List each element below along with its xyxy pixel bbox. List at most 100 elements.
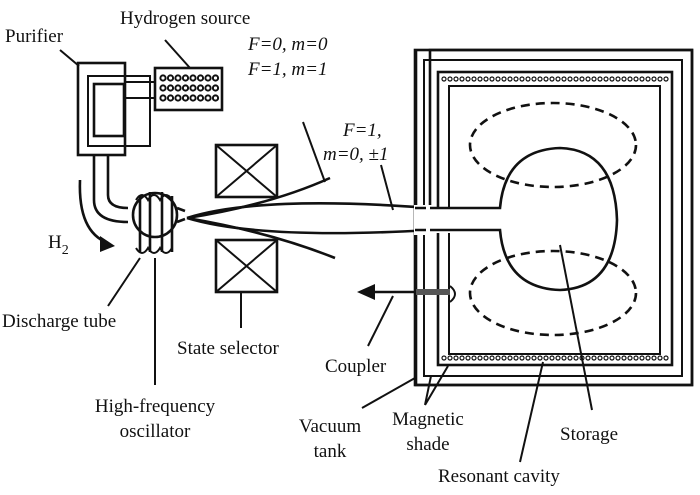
coil-mark bbox=[181, 94, 190, 102]
cavity-wall-mark bbox=[519, 76, 525, 82]
cavity-wall-mark bbox=[483, 76, 489, 82]
field-line-lower bbox=[468, 249, 638, 337]
cavity-wall-mark bbox=[471, 76, 477, 82]
coil-mark bbox=[166, 74, 175, 82]
coil-mark bbox=[174, 84, 182, 92]
storage-label: Storage bbox=[560, 424, 618, 445]
cavity-wall-mark bbox=[591, 76, 597, 82]
cavity-wall-mark bbox=[537, 355, 543, 361]
cavity-wall-mark bbox=[627, 76, 633, 82]
cavity-wall-mark bbox=[447, 76, 453, 82]
coil-mark bbox=[159, 74, 167, 82]
cavity-wall-mark bbox=[603, 355, 609, 361]
resonant-cavity bbox=[436, 70, 674, 367]
cavity-wall-mark bbox=[477, 76, 483, 82]
cavity-wall-mark bbox=[573, 355, 579, 361]
cavity-wall-mark bbox=[555, 355, 561, 361]
state-f1-label-line2: m=0, ±1 bbox=[323, 144, 388, 165]
hf-oscillator-label-line2: oscillator bbox=[120, 421, 191, 442]
coil-mark bbox=[189, 94, 197, 102]
cavity-wall-mark bbox=[441, 76, 447, 82]
cavity-wall-mark bbox=[477, 355, 483, 361]
coil-mark bbox=[211, 94, 220, 102]
cavity-wall-mark bbox=[639, 355, 645, 361]
state-selector-label: State selector bbox=[177, 338, 279, 359]
cavity-wall-mark bbox=[507, 355, 513, 361]
cavity-wall-mark bbox=[639, 76, 645, 82]
coil-mark bbox=[166, 94, 175, 102]
cavity-wall-mark bbox=[543, 355, 549, 361]
cavity-wall-mark bbox=[615, 355, 621, 361]
coupler-label: Coupler bbox=[325, 356, 387, 377]
vacuum-tank-leader bbox=[361, 377, 416, 409]
cavity-wall-mark bbox=[657, 76, 663, 82]
cavity-wall-mark bbox=[549, 76, 555, 82]
purifier bbox=[76, 61, 151, 157]
cavity-wall-mark bbox=[621, 76, 627, 82]
cavity-wall-mark bbox=[621, 355, 627, 361]
cavity-wall-mark bbox=[531, 355, 537, 361]
cavity-wall-mark bbox=[459, 76, 465, 82]
cavity-wall-mark bbox=[501, 76, 507, 82]
magnetic-shade-label-line1: Magnetic bbox=[392, 409, 464, 430]
cavity-wall-mark bbox=[525, 355, 531, 361]
purifier-leader bbox=[59, 49, 80, 67]
coil-mark bbox=[196, 74, 205, 82]
cavity-wall-mark bbox=[513, 76, 519, 82]
coil-mark bbox=[189, 84, 197, 92]
cavity-wall-mark bbox=[567, 76, 573, 82]
cavity-wall-mark bbox=[579, 76, 585, 82]
atomic-beams bbox=[186, 176, 431, 260]
cavity-wall-mark bbox=[585, 76, 591, 82]
coil-mark bbox=[181, 74, 190, 82]
cavity-wall-mark bbox=[447, 355, 453, 361]
cavity-wall-mark bbox=[453, 355, 459, 361]
coil-mark bbox=[181, 84, 190, 92]
cavity-wall-mark bbox=[465, 76, 471, 82]
cavity-wall-mark bbox=[519, 355, 525, 361]
cavity-wall-mark bbox=[567, 355, 573, 361]
vacuum-tank bbox=[413, 48, 694, 387]
cavity-wall-mark bbox=[663, 355, 669, 361]
cavity-wall-mark bbox=[633, 355, 639, 361]
discharge-tube-leader bbox=[107, 257, 141, 307]
storage-bulb bbox=[430, 146, 619, 292]
discharge-tube-label: Discharge tube bbox=[2, 311, 116, 332]
hydrogen-source bbox=[124, 66, 224, 112]
field-line-upper bbox=[468, 101, 638, 189]
cavity-wall-mark bbox=[591, 355, 597, 361]
cavity-wall-mark bbox=[561, 355, 567, 361]
coil-mark bbox=[174, 94, 182, 102]
cavity-wall-mark bbox=[597, 76, 603, 82]
cavity-wall-mark bbox=[609, 76, 615, 82]
coil-mark bbox=[211, 74, 220, 82]
vacuum-tank-label-line2: tank bbox=[314, 441, 347, 462]
cavity-wall-mark bbox=[657, 355, 663, 361]
cavity-wall-mark bbox=[441, 355, 447, 361]
magnetic-shade-label-line2: shade bbox=[406, 434, 449, 455]
cavity-wall-mark bbox=[597, 355, 603, 361]
coil-mark bbox=[174, 74, 182, 82]
coil-mark bbox=[189, 74, 197, 82]
cavity-wall-mark bbox=[549, 355, 555, 361]
cavity-wall-mark bbox=[633, 76, 639, 82]
cavity-wall-mark bbox=[489, 355, 495, 361]
hydrogen-source-label: Hydrogen source bbox=[120, 8, 250, 29]
discharge-tube bbox=[131, 191, 186, 254]
coupler-leader bbox=[367, 295, 394, 347]
h2-label: H2 bbox=[48, 232, 69, 258]
cavity-wall-mark bbox=[531, 76, 537, 82]
cavity-wall-mark bbox=[453, 76, 459, 82]
vacuum-tank-label-line1: Vacuum bbox=[299, 416, 361, 437]
cavity-wall-mark bbox=[543, 76, 549, 82]
cavity-wall-mark bbox=[585, 355, 591, 361]
cavity-wall-mark bbox=[495, 355, 501, 361]
state-f1m1-label: F=1, m=1 bbox=[247, 59, 327, 80]
cavity-wall-mark bbox=[537, 76, 543, 82]
hf-oscillator-label-line1: High-frequency bbox=[95, 396, 216, 417]
cavity-wall-mark bbox=[555, 76, 561, 82]
cavity-wall-mark bbox=[471, 355, 477, 361]
cavity-wall-mark bbox=[561, 76, 567, 82]
cavity-wall-mark bbox=[603, 76, 609, 82]
